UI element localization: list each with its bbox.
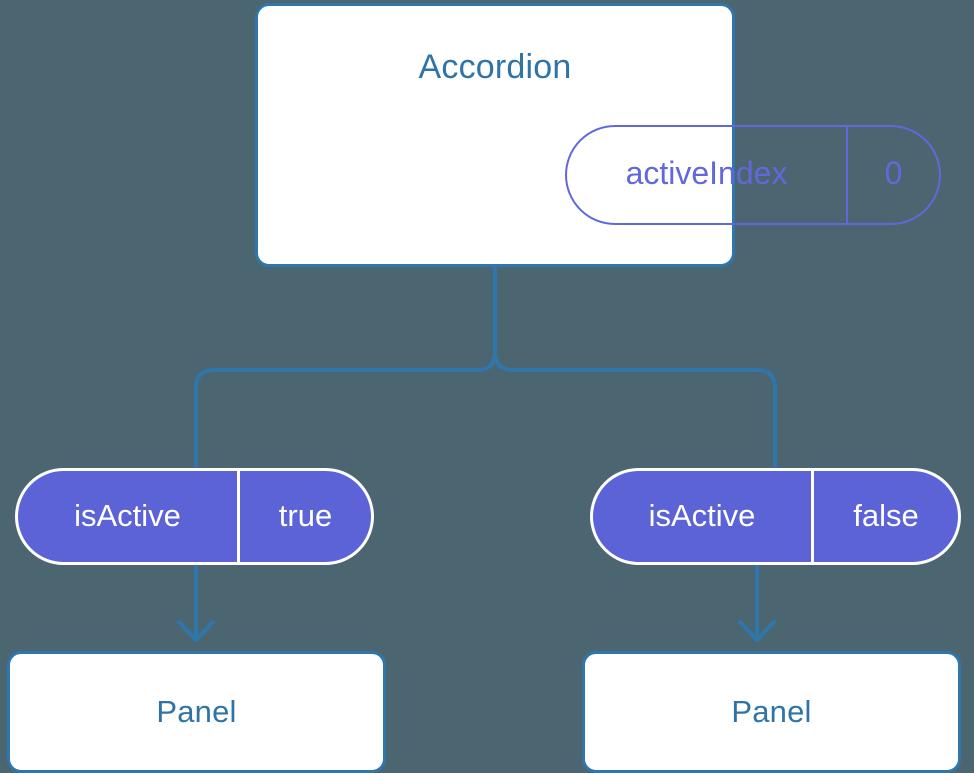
accordion-title: Accordion xyxy=(418,48,572,86)
panel-component-card-left[interactable]: Panel xyxy=(7,651,386,773)
panel-component-card-right[interactable]: Panel xyxy=(582,651,961,773)
arrow-down-right xyxy=(738,564,776,642)
prop-pill-activeindex-value: 0 xyxy=(846,127,939,223)
state-pill-isactive-false-key: isActive xyxy=(648,497,756,533)
prop-pill-activeindex-key: activeIndex xyxy=(625,155,788,191)
state-pill-isactive-true-value: true xyxy=(237,471,371,562)
state-pill-isactive-false[interactable]: isActive false xyxy=(590,468,961,565)
accordion-component-card[interactable]: Accordion activeIndex 0 xyxy=(255,3,941,267)
tree-connector-path xyxy=(194,265,497,470)
tree-connector-path-right xyxy=(493,265,777,470)
panel-title-right: Panel xyxy=(731,694,812,729)
prop-pill-activeindex[interactable]: activeIndex 0 xyxy=(565,125,941,225)
state-pill-isactive-true-key: isActive xyxy=(74,497,181,533)
state-pill-isactive-true[interactable]: isActive true xyxy=(15,468,374,565)
arrow-down-left xyxy=(177,564,215,642)
panel-title-left: Panel xyxy=(156,694,237,729)
state-pill-isactive-false-value: false xyxy=(811,471,958,562)
